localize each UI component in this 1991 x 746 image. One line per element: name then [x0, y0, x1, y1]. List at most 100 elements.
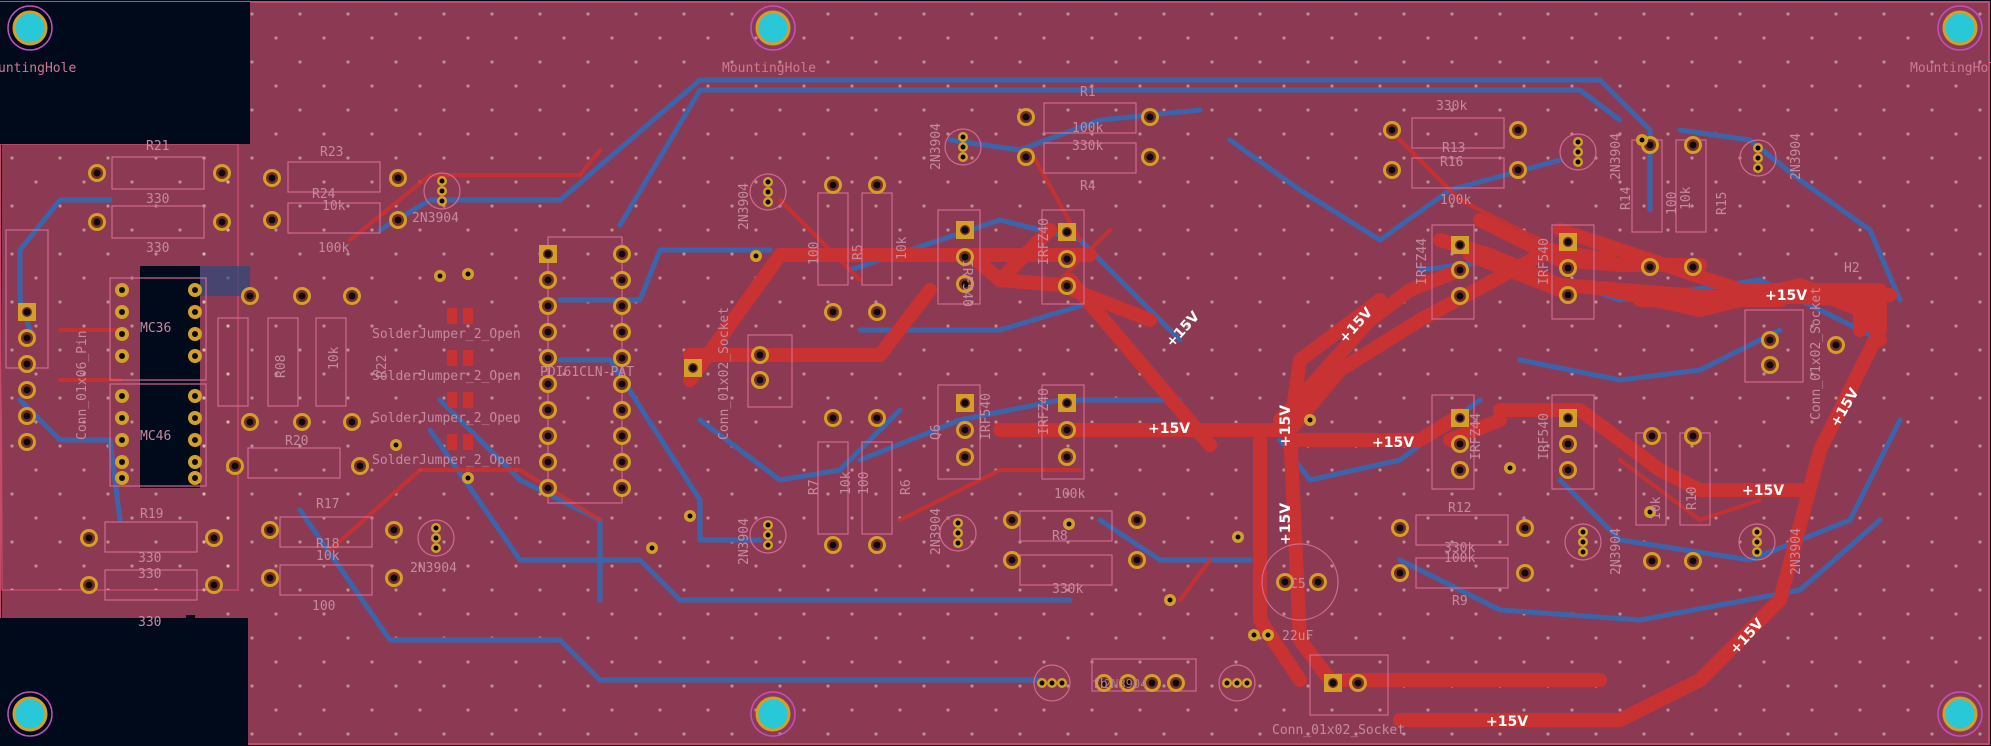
svg-text:2N3904: 2N3904: [412, 211, 459, 226]
mounting-hole-icon[interactable]: [1937, 5, 1983, 51]
svg-text:R20: R20: [285, 434, 308, 449]
svg-text:100k: 100k: [1072, 121, 1103, 136]
svg-text:SolderJumper_2_Open: SolderJumper_2_Open: [372, 453, 521, 468]
mounting-hole-label: untingHole: [0, 61, 76, 76]
svg-text:R5: R5: [851, 244, 866, 260]
svg-text:2N3904: 2N3904: [929, 508, 944, 555]
svg-text:Conn_01x06_Pin: Conn_01x06_Pin: [75, 330, 90, 440]
svg-text:R24: R24: [312, 187, 336, 202]
pads: [18, 108, 1845, 702]
svg-text:R08: R08: [274, 355, 289, 378]
svg-text:2N3904: 2N3904: [1104, 677, 1147, 691]
svg-text:2N3904: 2N3904: [1609, 133, 1624, 180]
net-label: +15V: [1486, 714, 1528, 730]
svg-text:IRFZ40: IRFZ40: [1037, 388, 1052, 435]
mounting-hole-icon[interactable]: [7, 5, 53, 51]
svg-text:100: 100: [312, 599, 335, 614]
svg-text:Q6: Q6: [929, 424, 944, 440]
front-layer-signal-traces: [58, 128, 1762, 602]
svg-text:PDI61CLN-PAT: PDI61CLN-PAT: [540, 365, 634, 380]
svg-text:Conn_01x02_Socket: Conn_01x02_Socket: [717, 307, 732, 440]
svg-text:22uF: 22uF: [1282, 629, 1313, 644]
svg-text:R22: R22: [375, 355, 390, 378]
mounting-hole-icon[interactable]: [750, 5, 796, 51]
svg-text:R18: R18: [316, 537, 339, 552]
svg-text:Conn_01x02_Socket: Conn_01x02_Socket: [1809, 287, 1824, 420]
svg-text:SolderJumper_2_Open: SolderJumper_2_Open: [372, 327, 521, 342]
svg-text:2N3904: 2N3904: [929, 123, 944, 170]
net-label: +15V: [1742, 483, 1784, 499]
svg-text:MC36: MC36: [140, 321, 171, 336]
svg-text:10k: 10k: [839, 471, 854, 495]
svg-text:IRFZ44: IRFZ44: [1469, 413, 1484, 460]
svg-text:R9: R9: [1452, 594, 1468, 609]
svg-text:R4: R4: [1080, 179, 1096, 194]
svg-text:R19: R19: [140, 507, 163, 522]
mounting-hole-icon[interactable]: [7, 691, 53, 737]
svg-text:IRF540: IRF540: [959, 260, 974, 307]
component-outlines: [5, 102, 1804, 716]
svg-text:R14: R14: [1619, 186, 1634, 210]
svg-text:10k: 10k: [1649, 496, 1664, 520]
svg-text:330: 330: [138, 567, 161, 582]
svg-text:R1: R1: [1080, 85, 1096, 100]
svg-text:100k: 100k: [1054, 487, 1085, 502]
svg-text:IRF540: IRF540: [979, 393, 994, 440]
svg-text:R10: R10: [1685, 487, 1700, 510]
svg-text:C5: C5: [1290, 577, 1306, 592]
svg-text:IRFZ40: IRFZ40: [1037, 218, 1052, 265]
svg-text:100k: 100k: [1440, 193, 1471, 208]
svg-text:2N3904: 2N3904: [1789, 133, 1804, 180]
net-label: +15V: [1765, 288, 1807, 304]
svg-text:R17: R17: [316, 497, 339, 512]
svg-text:R8: R8: [1052, 529, 1068, 544]
svg-text:R7: R7: [807, 479, 822, 495]
svg-text:330k: 330k: [1444, 541, 1475, 556]
svg-text:IRFZ44: IRFZ44: [1415, 238, 1430, 285]
svg-text:100: 100: [1665, 192, 1680, 215]
svg-text:330: 330: [138, 615, 161, 630]
svg-text:R13: R13: [1442, 141, 1465, 156]
svg-text:10k: 10k: [327, 346, 342, 370]
svg-text:R23: R23: [320, 145, 343, 160]
svg-text:2N3904: 2N3904: [737, 518, 752, 565]
svg-text:R21: R21: [146, 139, 169, 154]
svg-text:100: 100: [857, 472, 872, 495]
svg-text:R15: R15: [1715, 192, 1730, 215]
svg-text:fb: fb: [1092, 677, 1108, 692]
mounting-hole-icon[interactable]: [750, 691, 796, 737]
svg-text:10k: 10k: [1679, 186, 1694, 210]
svg-text:330k: 330k: [1052, 582, 1083, 597]
svg-text:2N3904: 2N3904: [410, 561, 457, 576]
net-label: +15V: [1278, 503, 1294, 545]
svg-text:100k: 100k: [1444, 551, 1475, 566]
svg-text:MC46: MC46: [140, 429, 171, 444]
svg-text:100k: 100k: [318, 241, 349, 256]
svg-text:IRF540: IRF540: [1537, 413, 1552, 460]
svg-text:H2: H2: [1844, 261, 1860, 276]
back-layer-traces: [17, 77, 1903, 683]
svg-text:IRF540: IRF540: [1537, 238, 1552, 285]
mounting-hole-icon[interactable]: [1937, 691, 1983, 737]
svg-text:Conn_01x02_Socket: Conn_01x02_Socket: [1272, 723, 1405, 738]
svg-text:330: 330: [138, 551, 161, 566]
svg-text:10k: 10k: [895, 236, 910, 260]
svg-text:2N3904: 2N3904: [1789, 528, 1804, 575]
net-label: +15V: [1372, 435, 1414, 451]
svg-text:2N3904: 2N3904: [737, 183, 752, 230]
mounting-hole-label: MountingHole: [1910, 61, 1991, 76]
svg-text:2N3904: 2N3904: [1609, 528, 1624, 575]
svg-text:SolderJumper_2_Open: SolderJumper_2_Open: [372, 369, 521, 384]
svg-text:R16: R16: [1440, 155, 1463, 170]
svg-text:330k: 330k: [1436, 99, 1467, 114]
svg-text:330k: 330k: [1072, 139, 1103, 154]
net-label: +15V: [1278, 405, 1294, 447]
svg-text:R12: R12: [1448, 501, 1471, 516]
silkscreen-labels: R21 330 330 R23 10k R24 100k 2N3904 MC36…: [75, 85, 1860, 738]
net-label: +15V: [1148, 421, 1190, 437]
svg-text:R6: R6: [899, 479, 914, 495]
svg-text:10k: 10k: [316, 549, 340, 564]
svg-text:330: 330: [146, 241, 169, 256]
mounting-hole-label: MountingHole: [722, 61, 816, 76]
